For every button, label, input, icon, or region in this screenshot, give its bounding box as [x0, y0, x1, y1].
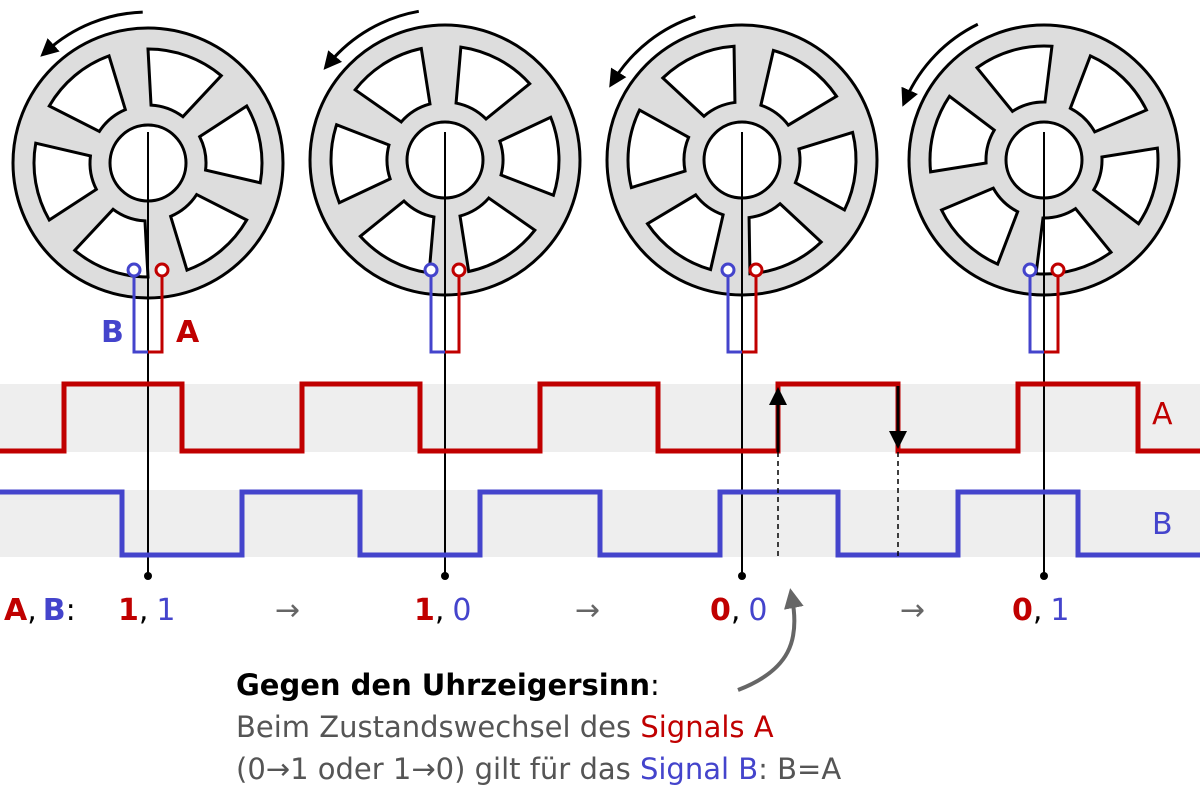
sensor-dot-4	[1040, 572, 1048, 580]
state-arrow-2: →	[575, 593, 600, 628]
state-4-b: 1	[1050, 593, 1069, 628]
wheel-slot	[32, 141, 99, 223]
encoder-wheels	[11, 9, 1181, 300]
caption-signal-b: Signal B	[639, 752, 759, 786]
wheel-slot	[928, 94, 997, 174]
wheel-slot	[974, 44, 1054, 114]
caption-line-3-text: (0→1 oder 1→0) gilt für das	[236, 752, 640, 786]
caption: Gegen den Uhrzeigersinn: Beim Zustandswe…	[236, 664, 1196, 790]
wheel-slot	[626, 107, 691, 190]
state-arrow-3: →	[900, 593, 925, 628]
wheel-slot	[1034, 206, 1114, 276]
wheel-slot	[197, 103, 264, 185]
sensor-head-b	[423, 262, 439, 278]
sensor-head-b	[720, 262, 736, 278]
sensor-dot-2	[441, 572, 449, 580]
sensor-head-a	[451, 262, 467, 278]
wheel-slot	[454, 45, 532, 122]
caption-line-2: Beim Zustandswechsel des Signals A	[236, 706, 1196, 748]
state-1: 1,1	[118, 593, 176, 628]
sensor-wire-b	[429, 270, 445, 354]
sensor-head-a	[1050, 262, 1066, 278]
sensor-wire-a	[148, 270, 164, 354]
sensor-lines	[144, 132, 1048, 580]
state-4: 0,1	[1012, 593, 1070, 628]
wheel-slot	[168, 192, 249, 273]
sensor-wire-b	[726, 270, 742, 354]
sensor-label-a: A	[176, 315, 200, 350]
state-arrow-1: →	[275, 593, 300, 628]
sensor-head-a	[154, 262, 170, 278]
wheel-slot	[329, 122, 393, 205]
encoder-wheel-4	[901, 22, 1181, 297]
signal-label-a: A	[1152, 397, 1173, 432]
state-3-sep: ,	[731, 593, 741, 628]
state-4-sep: ,	[1033, 593, 1043, 628]
wheel-slot	[1091, 146, 1160, 226]
sensors	[126, 262, 1066, 354]
wheel-slot	[146, 47, 224, 119]
sensor-wire-b	[132, 270, 148, 354]
wheel-slot	[645, 192, 725, 272]
sensor-dot-3	[738, 572, 746, 580]
sensor-wire-a	[445, 270, 461, 354]
wheel-slot	[793, 130, 858, 213]
sensor-wire-b	[1028, 270, 1044, 354]
caption-line-1: Gegen den Uhrzeigersinn:	[236, 664, 1196, 706]
wheel-slot	[1068, 53, 1149, 134]
rotation-arrow	[323, 9, 420, 70]
caption-line-3: (0→1 oder 1→0) gilt für das Signal B: B=…	[236, 748, 1196, 790]
wheel-slot	[497, 115, 561, 198]
sensor-head-a	[748, 262, 764, 278]
sensor-2	[423, 262, 467, 354]
wheel-slot	[939, 186, 1020, 267]
caption-title-colon: :	[650, 668, 660, 702]
sensor-head-b	[126, 262, 142, 278]
sensor-dot-1	[144, 572, 152, 580]
wheel-slot	[353, 46, 432, 124]
state-1-b: 1	[156, 593, 175, 628]
sensor-label-b: B	[101, 315, 124, 350]
state-2: 1,0	[414, 593, 472, 628]
wheel-slot	[660, 44, 737, 119]
state-4-a: 0	[1012, 593, 1033, 628]
wheel-slot	[47, 53, 128, 134]
state-2-a: 1	[414, 593, 435, 628]
sensor-head-b	[1022, 262, 1038, 278]
state-1-a: 1	[118, 593, 139, 628]
sensor-3	[720, 262, 764, 354]
state-2-b: 0	[452, 593, 471, 628]
caption-line-2-text: Beim Zustandswechsel des	[236, 710, 641, 744]
sensor-1	[126, 262, 170, 354]
wheel-slot	[759, 48, 839, 128]
signal-a-waveform	[0, 381, 1200, 454]
sensor-4	[1022, 262, 1066, 354]
caption-line-3-end: : B=A	[758, 752, 842, 786]
signal-a-band	[0, 384, 1200, 452]
state-legend-a: A	[4, 593, 28, 628]
wheel-slot	[358, 198, 436, 275]
state-legend-colon: :	[66, 593, 76, 628]
caption-title: Gegen den Uhrzeigersinn	[236, 668, 651, 702]
sensor-wire-a	[742, 270, 758, 354]
caption-pointer-arrow	[737, 588, 804, 692]
state-3-a: 0	[710, 593, 731, 628]
state-1-sep: ,	[139, 593, 149, 628]
state-legend-b: B	[43, 593, 66, 628]
state-3: 0,0	[710, 593, 768, 628]
sensor-wire-a	[1044, 270, 1060, 354]
wheel-slot	[458, 196, 537, 274]
state-2-sep: ,	[435, 593, 445, 628]
state-row-legend: A,B:	[4, 593, 76, 628]
rotation-arrow	[609, 14, 696, 88]
rotation-arrow	[901, 22, 979, 107]
signal-b-waveform	[0, 489, 1200, 558]
signal-label-b: B	[1152, 507, 1173, 542]
state-legend-sep: ,	[27, 593, 37, 628]
caption-signal-a: Signals A	[640, 710, 774, 744]
state-3-b: 0	[748, 593, 767, 628]
rotation-arrow	[40, 10, 143, 57]
